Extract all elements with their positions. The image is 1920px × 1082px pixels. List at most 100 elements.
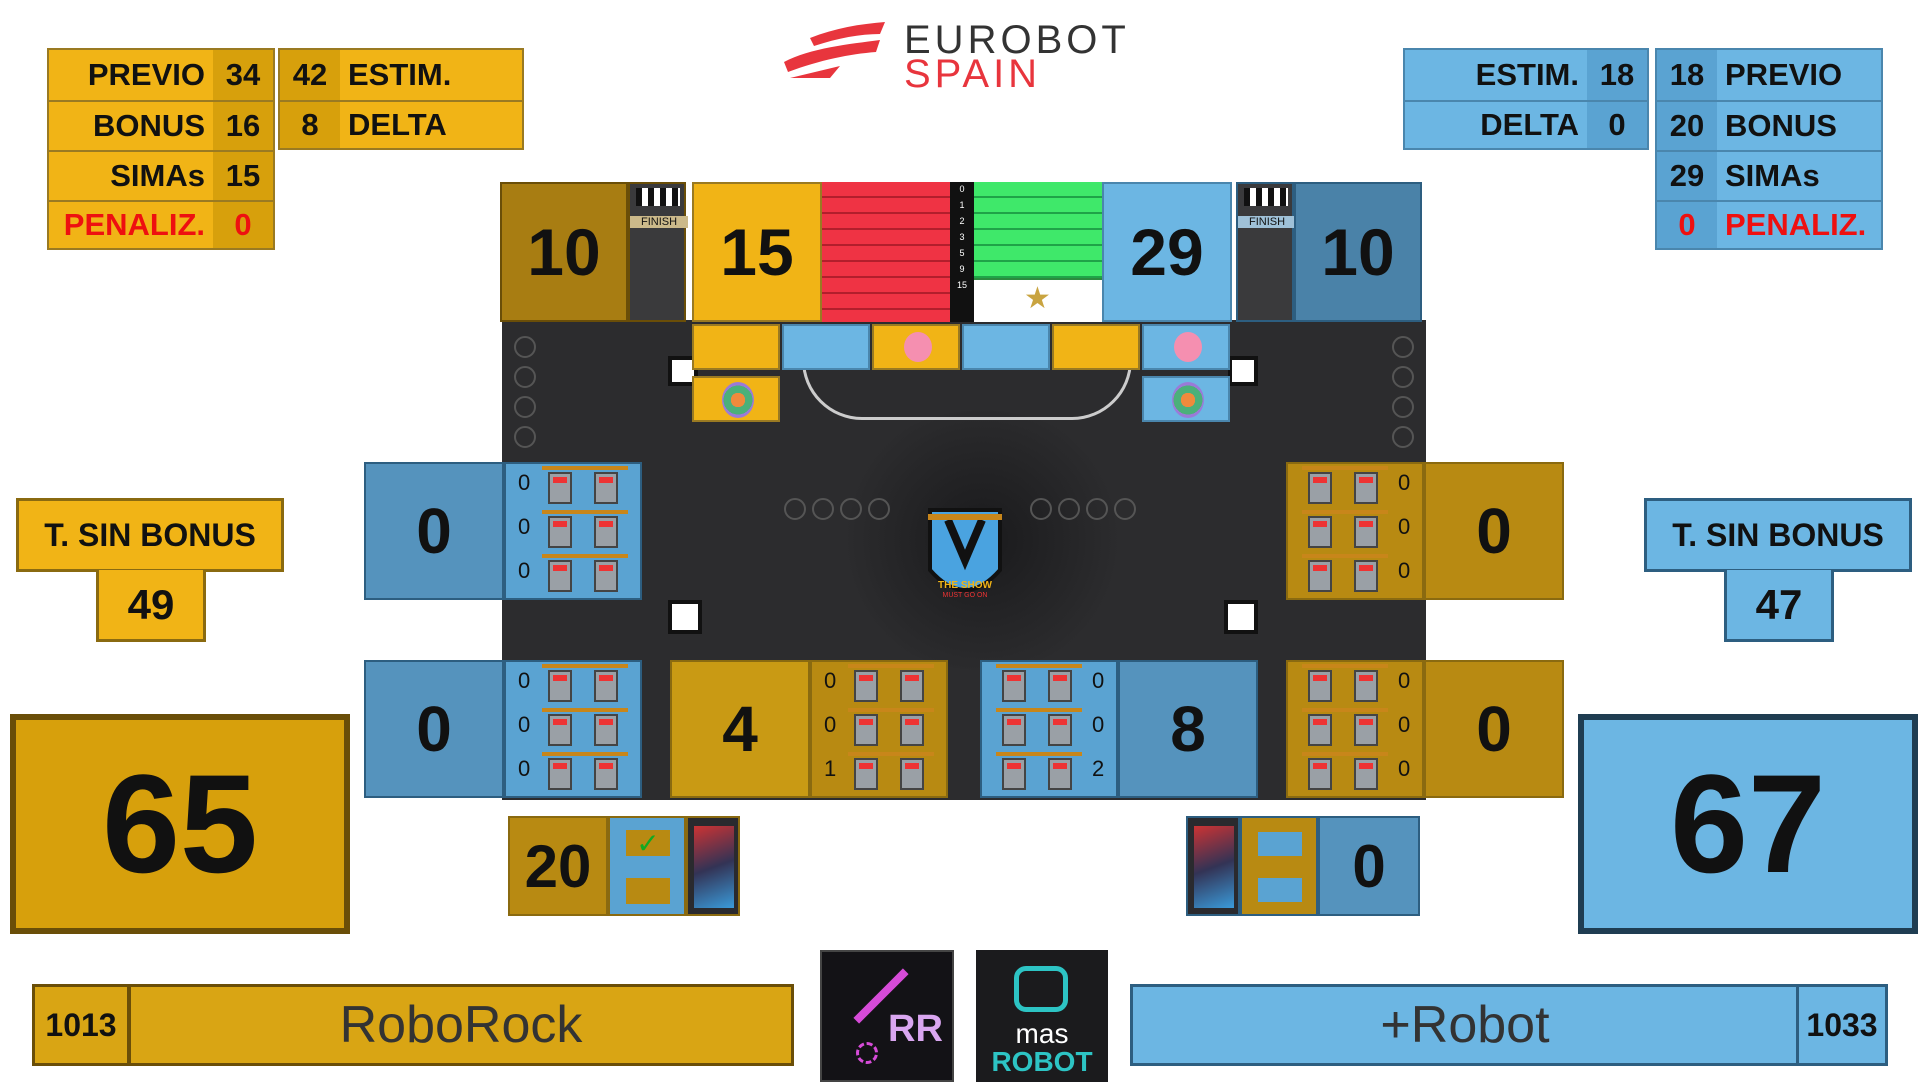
can-rack-icon — [542, 664, 628, 704]
field-marker-circle — [1114, 498, 1136, 520]
flower-pot-icon — [1174, 332, 1202, 362]
right-penal-value: 0 — [1657, 200, 1717, 248]
guitar-poster-icon — [694, 826, 734, 908]
right-delta-label: DELTA — [1405, 100, 1587, 148]
zone-right-bottom-racks: 0 0 0 — [1286, 660, 1424, 798]
right-team-logo-line2: ROBOT — [991, 1046, 1093, 1077]
checkered-flag-icon — [636, 188, 680, 206]
zone-center-right-score: 8 — [1118, 660, 1258, 798]
finish-label: FINISH — [1238, 216, 1296, 228]
rack-count: 0 — [1398, 712, 1411, 737]
can-rack-icon — [1302, 752, 1388, 792]
left-ladder-red — [822, 182, 950, 322]
field-marker-circle — [1392, 336, 1414, 358]
strip-yellow — [1052, 324, 1140, 370]
can-rack-icon — [1302, 708, 1388, 748]
left-simas-score: 15 — [692, 182, 822, 322]
aruco-marker-icon — [668, 600, 702, 634]
can-rack-icon — [542, 466, 628, 506]
right-simas-label: SIMAs — [1717, 150, 1881, 200]
left-previo-value: 34 — [213, 50, 273, 100]
left-estim-panel: 42 ESTIM. 8 DELTA — [278, 48, 524, 150]
left-bonus-label: BONUS — [49, 100, 213, 150]
field-marker-circle — [1392, 366, 1414, 388]
zone-left-top-score: 0 — [364, 462, 504, 600]
left-finish-flag: FINISH — [628, 182, 688, 322]
gear-icon — [856, 1042, 878, 1064]
left-previo-label: PREVIO — [49, 50, 213, 100]
zone-right-top-racks: 0 0 0 — [1286, 462, 1424, 600]
strip-blue — [782, 324, 870, 370]
right-team-name: +Robot — [1130, 984, 1800, 1066]
left-delta-label: DELTA — [340, 100, 522, 148]
rack-count: 0 — [1092, 712, 1105, 737]
rack-count: 0 — [1398, 558, 1411, 583]
ladder-tick: 15 — [956, 280, 967, 290]
can-rack-icon — [542, 708, 628, 748]
ladder-tick: 9 — [959, 264, 965, 274]
right-tsinbonus-label: T. SIN BONUS — [1644, 498, 1912, 572]
field-marker-circle — [1086, 498, 1108, 520]
can-rack-icon — [848, 708, 934, 748]
left-penal-label: PENALIZ. — [49, 200, 213, 248]
field-marker-circle — [514, 426, 536, 448]
right-tsinbonus-value: 47 — [1724, 570, 1834, 642]
field-marker-circle — [840, 498, 862, 520]
badge-line1: THE SHOW — [938, 580, 992, 591]
right-team-logo-line1: mas — [1015, 1018, 1069, 1049]
right-estim-label: ESTIM. — [1405, 50, 1587, 100]
robot-head-icon — [1014, 966, 1068, 1012]
field-marker-circle — [1058, 498, 1080, 520]
field-marker-circle — [868, 498, 890, 520]
rack-count: 0 — [518, 668, 531, 693]
can-rack-icon — [542, 554, 628, 594]
field-marker-circle — [1030, 498, 1052, 520]
rack-count: 0 — [1398, 514, 1411, 539]
banner-check-icon: ✓ — [626, 828, 670, 859]
can-rack-icon — [1302, 510, 1388, 550]
right-banner-image — [1186, 816, 1240, 916]
ladder-tick: 3 — [959, 232, 965, 242]
ladder-tick: 1 — [959, 200, 965, 210]
can-rack-icon — [542, 752, 628, 792]
rack-count: 0 — [518, 712, 531, 737]
can-rack-icon — [996, 752, 1082, 792]
zone-center-left-score: 4 — [670, 660, 810, 798]
badge-line2: MUST GO ON — [942, 592, 988, 599]
field-marker-circle — [784, 498, 806, 520]
rack-count: 1 — [824, 756, 837, 781]
right-finish-score: 10 — [1294, 182, 1422, 322]
plant-icon — [722, 382, 754, 418]
left-stats-panel: PREVIO 34 BONUS 16 SIMAs 15 PENALIZ. 0 — [47, 48, 275, 250]
strip-pot-blue — [1142, 324, 1230, 370]
can-rack-icon — [542, 510, 628, 550]
right-banner-status — [1240, 816, 1318, 916]
banner-slot — [1258, 832, 1302, 856]
can-rack-icon — [848, 664, 934, 704]
field-marker-circle — [812, 498, 834, 520]
right-previo-value: 18 — [1657, 50, 1717, 100]
field-marker-circle — [514, 366, 536, 388]
left-team-name: RoboRock — [128, 984, 794, 1066]
banner-slot — [1258, 878, 1302, 902]
left-team-id: 1013 — [32, 984, 130, 1066]
zone-left-top-racks: 0 0 0 — [504, 462, 642, 600]
rack-count: 0 — [824, 712, 837, 737]
left-banner-status: ✓ — [608, 816, 686, 916]
rock-show-badge-icon — [928, 508, 1002, 592]
rack-count: 0 — [824, 668, 837, 693]
can-rack-icon — [996, 708, 1082, 748]
right-team-logo: mas ROBOT — [976, 950, 1108, 1082]
right-ladder-flag: ★ — [974, 278, 1102, 322]
star-icon: ★ — [1024, 282, 1051, 315]
zone-center-left-racks: 0 0 1 — [810, 660, 948, 798]
ladder-scale: 0 1 2 3 5 9 15 — [950, 182, 974, 322]
rack-count: 0 — [1398, 756, 1411, 781]
left-tsinbonus-value: 49 — [96, 570, 206, 642]
right-penal-label: PENALIZ. — [1717, 200, 1881, 248]
rack-count: 0 — [518, 470, 531, 495]
finish-label: FINISH — [630, 216, 688, 228]
right-ladder-green — [974, 182, 1102, 278]
eurobot-swoosh-icon — [784, 22, 885, 78]
left-banner-image — [686, 816, 740, 916]
